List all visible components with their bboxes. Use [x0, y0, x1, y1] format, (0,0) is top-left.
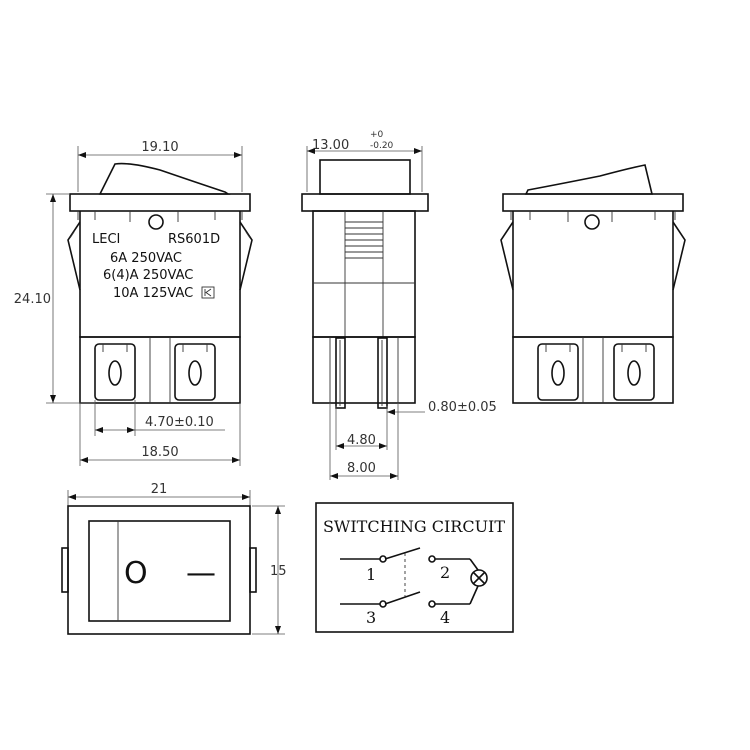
pin-label-1: 1 — [366, 565, 376, 584]
side-view: 13.00 +0 -0.20 0. — [301, 130, 497, 480]
dim-side-tol-lower: -0.20 — [370, 141, 394, 151]
dim-pin-span-outer: 8.00 — [347, 461, 376, 476]
latch-hatching — [345, 221, 383, 259]
pin-label-3: 3 — [366, 608, 376, 627]
dim-front-width-bottom: 18.50 — [141, 445, 178, 460]
dim-top-height: 15 — [270, 564, 287, 579]
model-label: RS601D — [168, 232, 220, 247]
dim-front-width-top: 19.10 — [141, 140, 178, 155]
dim-front-height: 24.10 — [14, 292, 51, 307]
rating-line-3: 10A 125VAC — [113, 286, 193, 301]
dim-side-width: 13.00 — [312, 138, 349, 153]
dim-pin-pitch: 4.70±0.10 — [145, 415, 214, 430]
dim-top-width: 21 — [151, 482, 168, 497]
rear-view — [500, 164, 686, 404]
rating-line-1: 6A 250VAC — [110, 251, 182, 266]
pin-label-2: 2 — [440, 563, 450, 582]
circuit-title: SWITCHING CIRCUIT — [323, 517, 505, 536]
dim-pin-thickness: 0.80±0.05 — [428, 400, 497, 415]
top-view: 21 O — 15 — [61, 482, 287, 635]
off-symbol: O — [124, 556, 148, 591]
rating-line-2: 6(4)A 250VAC — [103, 268, 193, 283]
switching-circuit: SWITCHING CIRCUIT 1 2 3 4 — [315, 502, 514, 633]
dim-pin-span-inner: 4.80 — [347, 433, 376, 448]
brand-label: LECI — [92, 232, 120, 247]
kc-mark-icon — [201, 286, 215, 299]
on-symbol: — — [186, 556, 216, 591]
front-view: 19.10 LECI RS601D 6A — [14, 140, 253, 466]
lamp-cross-icon — [470, 569, 488, 587]
dim-side-tol-upper: +0 — [370, 130, 384, 140]
pin-label-4: 4 — [440, 608, 450, 627]
